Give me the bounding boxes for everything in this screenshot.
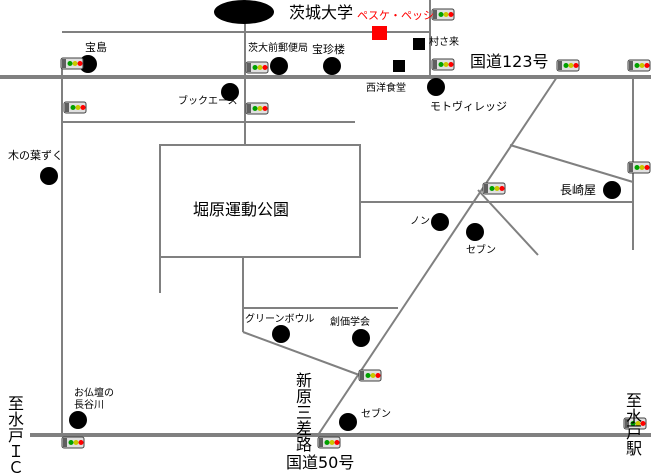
takarajima-marker [79,55,97,73]
signal-icon [627,59,651,72]
label-shinhara-sanyo: 新原三差路 [293,372,312,452]
label-to-mito-ic: 至水戸ＩＣ [5,395,24,475]
label-takarajima: 宝島 [85,41,107,54]
signal-icon [60,57,84,70]
signal-icon [431,58,455,71]
green-bowl-marker [272,325,290,343]
sokagakkai-marker [352,329,370,347]
post-office-marker [270,57,288,75]
signal-icon [482,182,506,195]
seven-1-marker [466,223,484,241]
houchinrou-marker [323,57,341,75]
signal-icon [63,101,87,114]
road-diag-branch-nagasakiya [509,144,634,183]
signal-icon [317,436,341,449]
label-nagasakiya: 長崎屋 [560,183,597,197]
university-marker [214,0,274,24]
label-pesuke-pesshi[interactable]: ペスケ・ペッシ [357,9,434,22]
label-seiyo-shokudo: 西洋食堂 [366,83,406,94]
label-ibaraki-univ: 茨城大学 [289,3,354,22]
label-route50: 国道50号 [286,453,355,472]
label-konohazuku: 木の葉ずく [8,149,63,162]
signal-icon [431,8,455,21]
non-marker [431,213,449,231]
nagasakiya-marker [603,181,621,199]
label-seven-1: セブン [466,245,496,256]
label-motovillage: モトヴィレッジ [430,100,507,113]
seven-2-marker [339,413,357,431]
bookace-marker [221,83,239,101]
label-route123: 国道123号 [470,52,549,71]
seiyo-shokudo-marker [393,60,405,72]
signal-icon [245,102,269,115]
label-post-office: 茨大前郵便局 [248,43,308,54]
road-green-bowl-diag [242,331,363,377]
label-to-mito-station: 至水戸駅 [623,392,642,456]
signal-icon [556,59,580,72]
park-block [159,144,361,258]
pesuke-pesshi-marker [372,26,387,40]
signal-icon [627,161,651,174]
hasegawa-marker [69,411,87,429]
label-houchinrou: 宝珍楼 [312,43,345,56]
label-non: ノン [410,216,430,227]
label-green-bowl: グリーンボウル [245,314,315,325]
signal-icon [358,369,382,382]
label-bookace: ブックエース [178,96,238,107]
road-diag-branch-se [477,189,539,256]
label-hasegawa: お仏壇の長谷川 [74,388,114,411]
konohazuku-marker [40,167,58,185]
label-park: 堀原運動公園 [193,200,290,219]
signal-icon [245,61,269,74]
road-network [0,0,651,437]
label-muraki: 村さ来 [429,37,459,48]
landmark-markers [40,55,621,431]
motovillage-marker [427,78,445,96]
muraki-marker [413,38,425,50]
label-seven-2: セブン [361,409,391,420]
label-sokagakkai: 創価学会 [330,317,370,328]
signal-icon [61,436,85,449]
